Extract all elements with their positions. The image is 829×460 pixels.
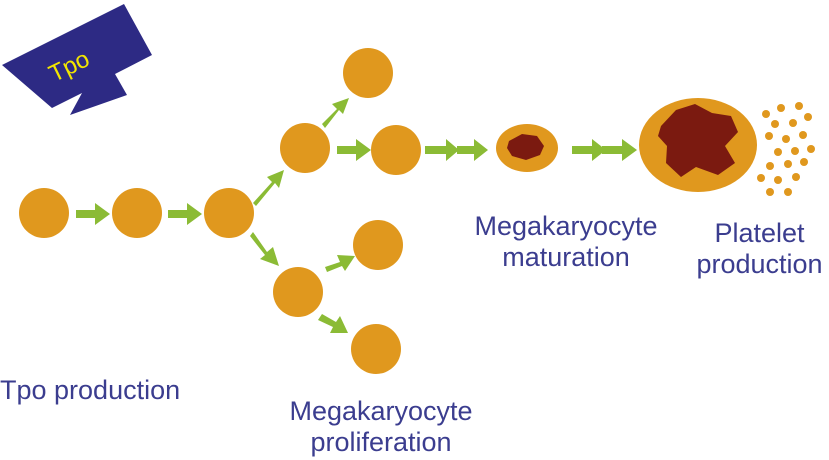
label-maturation-line-2: maturation: [502, 242, 630, 272]
maturing-cell-nucleus: [507, 134, 544, 160]
arrow-10: [602, 139, 637, 161]
cell-stem-1: [19, 188, 69, 238]
tpo-badge-shape: [2, 4, 152, 115]
platelet: [766, 162, 774, 170]
platelet: [777, 104, 785, 112]
arrow-12: [318, 314, 348, 333]
cell-stem-2: [112, 188, 162, 238]
label-platelet-line-1: Platelet: [714, 218, 805, 248]
label-platelet-line-2: production: [696, 249, 823, 279]
platelet: [774, 176, 782, 184]
label-platelet-production: Platelet production: [690, 218, 829, 280]
cell-lower-top: [353, 220, 403, 270]
label-proliferation-line-1: Megakaryocyte: [289, 396, 473, 426]
platelet: [799, 131, 807, 139]
arrow-5: [322, 98, 349, 128]
platelet: [765, 132, 773, 140]
label-maturation-line-1: Megakaryocyte: [474, 211, 658, 241]
label-megakaryocyte-maturation: Megakaryocyte maturation: [456, 211, 676, 273]
platelet: [791, 147, 799, 155]
platelet: [782, 135, 790, 143]
arrow-3: [253, 170, 284, 206]
arrow-8: [457, 139, 488, 161]
arrow-7: [425, 139, 459, 161]
cell-lower-bottom: [351, 324, 401, 374]
platelet: [789, 119, 797, 127]
arrow-4: [250, 232, 279, 266]
arrow-9: [572, 139, 606, 161]
platelet: [795, 102, 803, 110]
label-tpo-production: Tpo production: [0, 375, 198, 406]
platelet: [774, 148, 782, 156]
platelet: [800, 158, 808, 166]
cell-upper-right: [371, 125, 421, 175]
platelet: [762, 110, 770, 118]
arrow-6: [337, 139, 371, 161]
arrow-11: [325, 255, 355, 272]
platelet: [792, 173, 800, 181]
cell-lower-branch: [273, 267, 323, 317]
label-megakaryocyte-proliferation: Megakaryocyte proliferation: [271, 396, 491, 458]
platelet: [807, 145, 815, 153]
platelet: [784, 160, 792, 168]
platelets: [757, 102, 815, 196]
platelet: [757, 174, 765, 182]
platelet: [804, 113, 812, 121]
platelet: [766, 188, 774, 196]
platelet: [784, 188, 792, 196]
cell-top: [343, 48, 393, 98]
maturing-megakaryocyte: [496, 124, 558, 172]
cell-stem-3: [204, 188, 254, 238]
arrows: [76, 98, 637, 333]
platelet: [771, 120, 779, 128]
arrow-1: [76, 203, 110, 225]
arrow-2: [168, 203, 202, 225]
label-proliferation-line-2: proliferation: [310, 427, 452, 457]
label-tpo-production-text: Tpo production: [0, 375, 181, 405]
mature-cell-nucleus: [658, 104, 738, 177]
tpo-badge: Tpo: [2, 4, 152, 115]
mature-megakaryocyte: [639, 98, 757, 192]
cells: [19, 48, 421, 374]
cell-upper-branch: [280, 123, 330, 173]
